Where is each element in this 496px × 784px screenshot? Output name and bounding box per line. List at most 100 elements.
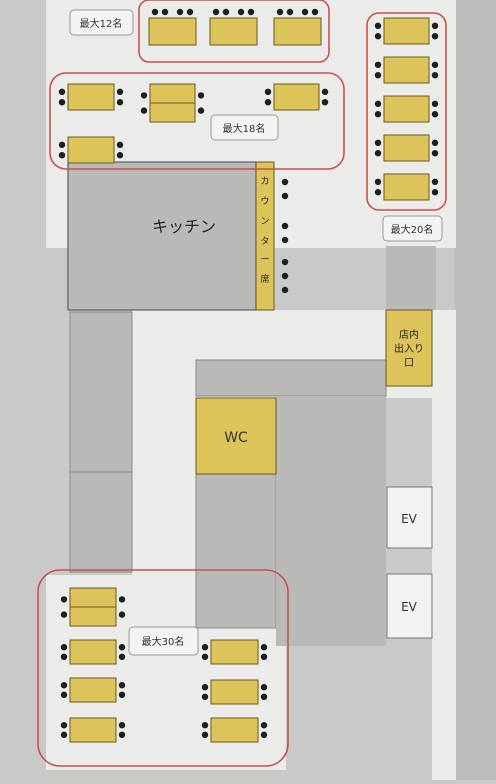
chair: [151, 8, 159, 16]
counter-char: ウ: [260, 196, 269, 207]
table: [210, 679, 259, 705]
elevator-bottom: [386, 573, 433, 639]
chair: [374, 178, 382, 185]
block-corridor: [195, 359, 387, 397]
chair: [260, 722, 268, 729]
block-left-lower: [69, 471, 133, 573]
chair: [374, 189, 382, 196]
tables: [67, 17, 430, 743]
chair: [431, 61, 439, 68]
wc-label: WC: [224, 430, 248, 446]
chair: [264, 99, 272, 106]
chair: [374, 150, 382, 157]
chair: [431, 139, 439, 146]
counter-char: ー: [260, 255, 269, 265]
chair: [260, 644, 268, 651]
chair: [431, 111, 439, 118]
chair: [431, 33, 439, 40]
chair: [201, 644, 209, 651]
chair: [60, 691, 68, 698]
chair: [58, 99, 66, 106]
chair: [276, 8, 284, 16]
chair: [118, 722, 126, 729]
chair: [118, 731, 126, 738]
chair: [118, 682, 126, 689]
chair: [260, 684, 268, 691]
chair: [60, 682, 68, 689]
chair: [281, 222, 289, 230]
table: [67, 83, 115, 111]
block-right-top: [386, 246, 436, 310]
chair: [140, 92, 148, 99]
chair: [301, 8, 309, 16]
counter-char: 席: [260, 273, 269, 285]
chair: [201, 684, 209, 691]
table: [383, 134, 430, 162]
capacity-top-left: 最大12名: [80, 17, 123, 30]
chair: [281, 258, 289, 266]
chair: [260, 731, 268, 738]
entrance: 店内 出入り 口: [385, 309, 433, 387]
chair: [201, 731, 209, 738]
table: [209, 17, 258, 46]
counter-char: タ: [260, 236, 269, 247]
chair: [374, 33, 382, 40]
chair: [431, 22, 439, 29]
table: [69, 677, 117, 703]
kitchen-room: [67, 161, 257, 311]
chair: [311, 8, 319, 16]
chair: [197, 107, 205, 114]
elevator-bottom-label: EV: [401, 600, 418, 614]
chair: [222, 8, 230, 16]
floor-corridor-left: [132, 310, 196, 610]
chair: [281, 178, 289, 186]
chair: [58, 141, 66, 148]
chair: [286, 8, 294, 16]
chairs: [58, 8, 439, 738]
chair: [60, 611, 68, 618]
chair: [176, 8, 184, 16]
elevators: EV EV: [386, 486, 433, 639]
chair: [58, 152, 66, 159]
zone-right: [366, 12, 447, 211]
chair: [374, 100, 382, 108]
table: [210, 717, 259, 743]
chair: [321, 99, 329, 106]
counter-char: ン: [260, 217, 269, 227]
chair: [374, 72, 382, 79]
entrance-label-line: 口: [404, 358, 414, 369]
zone-outlines: [37, 0, 447, 767]
chair: [321, 88, 329, 96]
chair: [212, 8, 220, 16]
chair: [374, 111, 382, 118]
table: [69, 639, 117, 665]
chair: [116, 141, 124, 148]
zone-top-middle: [49, 72, 345, 170]
chair: [118, 644, 126, 651]
capacity-right: 最大20名: [391, 223, 434, 236]
capacity-badge-top-middle: [210, 114, 279, 141]
table: [383, 95, 430, 123]
chair: [60, 644, 68, 651]
wc: WC: [195, 397, 277, 475]
table: [273, 83, 320, 111]
chair: [264, 88, 272, 96]
table: [383, 56, 430, 84]
chair: [60, 722, 68, 729]
chair: [201, 653, 209, 660]
chair: [281, 286, 289, 294]
chair: [161, 8, 169, 16]
kitchen-label: キッチン: [152, 217, 216, 236]
chair: [431, 150, 439, 157]
table: [210, 639, 259, 665]
elevator-top: [386, 486, 433, 549]
chair: [118, 611, 126, 618]
entrance-label-line: 店内: [399, 328, 419, 341]
chair: [118, 653, 126, 660]
entrance-door: [385, 309, 433, 387]
zone-top-left: [138, 0, 330, 63]
table: [383, 173, 430, 201]
floor-right-strip: [432, 310, 456, 780]
chair: [237, 8, 245, 16]
